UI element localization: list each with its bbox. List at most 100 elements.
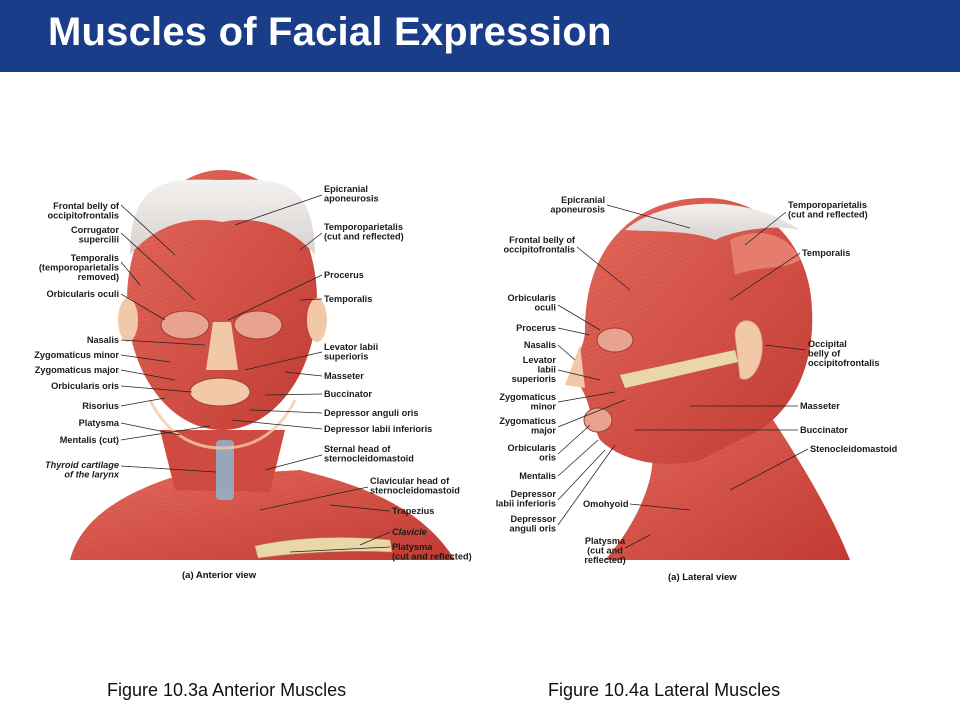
leader-line: [624, 534, 651, 549]
lateral-eye: [596, 327, 634, 353]
muscle-label: Zygomaticus minor: [34, 350, 119, 360]
leader-line: [231, 419, 323, 430]
lateral-nose: [565, 345, 585, 388]
muscle-label: Masseter: [800, 401, 840, 411]
leader-line: [120, 425, 211, 441]
leader-line: [606, 204, 691, 229]
muscle-label: Temporalis: [324, 294, 372, 304]
muscle-label: Mentalis (cut): [60, 435, 119, 445]
leader-line: [120, 422, 181, 436]
lateral-zygomatic-arch: [620, 350, 738, 388]
leader-line: [557, 391, 616, 403]
muscle-label: Depressor labii inferioris: [324, 424, 432, 434]
anterior-view-label: (a) Anterior view: [182, 570, 257, 581]
leader-line: [557, 369, 601, 381]
leader-line: [264, 454, 323, 471]
lateral-view-label: (a) Lateral view: [668, 572, 737, 583]
muscle-label: Temporalis: [802, 248, 850, 258]
leader-line: [557, 304, 601, 331]
leader-line: [120, 204, 176, 256]
muscle-label: Procerus: [324, 270, 364, 280]
muscle-label: Mentalis: [519, 471, 556, 481]
leader-line: [576, 246, 631, 291]
lateral-illustration: (a) Lateral view: [565, 197, 850, 583]
lateral-aponeurosis-shape: [625, 203, 800, 240]
leader-line: [299, 232, 323, 251]
muscle-label: Buccinator: [324, 389, 372, 399]
muscle-label: Platysma: [79, 418, 120, 428]
muscle-label: Masseter: [324, 371, 364, 381]
leader-line: [764, 344, 807, 351]
leader-line: [120, 385, 193, 393]
leader-line: [359, 531, 391, 546]
leader-line: [244, 351, 323, 371]
muscle-label: Buccinator: [800, 425, 848, 435]
leader-line: [557, 399, 626, 428]
anterior-left-eye: [160, 310, 210, 340]
leader-line: [284, 371, 323, 377]
lateral-right-labels: Temporoparietalis(cut and reflected) Temp…: [635, 200, 897, 491]
leader-line: [557, 449, 606, 501]
muscle-label: Zygomaticus major: [35, 365, 120, 375]
leader-line: [249, 409, 323, 414]
muscle-label: Orbicularis oris: [51, 381, 119, 391]
leader-line: [557, 424, 591, 455]
anterior-figure-caption: Figure 10.3a Anterior Muscles: [107, 680, 347, 700]
anterior-aponeurosis-shape: [130, 179, 315, 255]
leader-line: [120, 397, 166, 407]
lateral-ear: [734, 320, 763, 380]
anterior-nose: [206, 322, 238, 370]
muscle-label: Orbicularis oculi: [47, 289, 120, 299]
anterior-left-ear: [118, 298, 138, 342]
leader-line: [329, 504, 391, 512]
anterior-mouth: [189, 377, 251, 407]
anterior-illustration: (a) Anterior view: [70, 170, 455, 581]
muscle-label: Nasalis: [524, 340, 556, 350]
leader-line: [120, 369, 176, 381]
muscle-label: Depressor anguli oris: [324, 408, 418, 418]
lateral-mouth: [583, 407, 613, 433]
leader-line: [227, 274, 323, 321]
leader-line: [264, 393, 323, 396]
muscle-label: Omohyoid: [583, 499, 628, 509]
muscle-label: Nasalis: [87, 335, 119, 345]
leader-line: [120, 339, 206, 346]
leader-line: [289, 546, 391, 553]
anterior-right-ear: [307, 298, 327, 342]
title-banner: Muscles of Facial Expression: [0, 0, 960, 72]
muscle-label: Temporoparietalis(cut and reflected): [788, 200, 868, 220]
slide-title: Muscles of Facial Expression: [48, 10, 612, 54]
leader-line: [120, 261, 141, 286]
muscle-label: Trapezius: [392, 506, 434, 516]
leader-line: [234, 194, 323, 226]
leader-line: [557, 439, 599, 477]
leader-line: [120, 232, 196, 301]
leader-line: [729, 448, 809, 491]
muscle-label: Platysma(cut and reflected): [392, 542, 472, 562]
leader-line: [557, 344, 576, 361]
leader-line: [557, 444, 616, 526]
muscle-label: Risorius: [82, 401, 119, 411]
